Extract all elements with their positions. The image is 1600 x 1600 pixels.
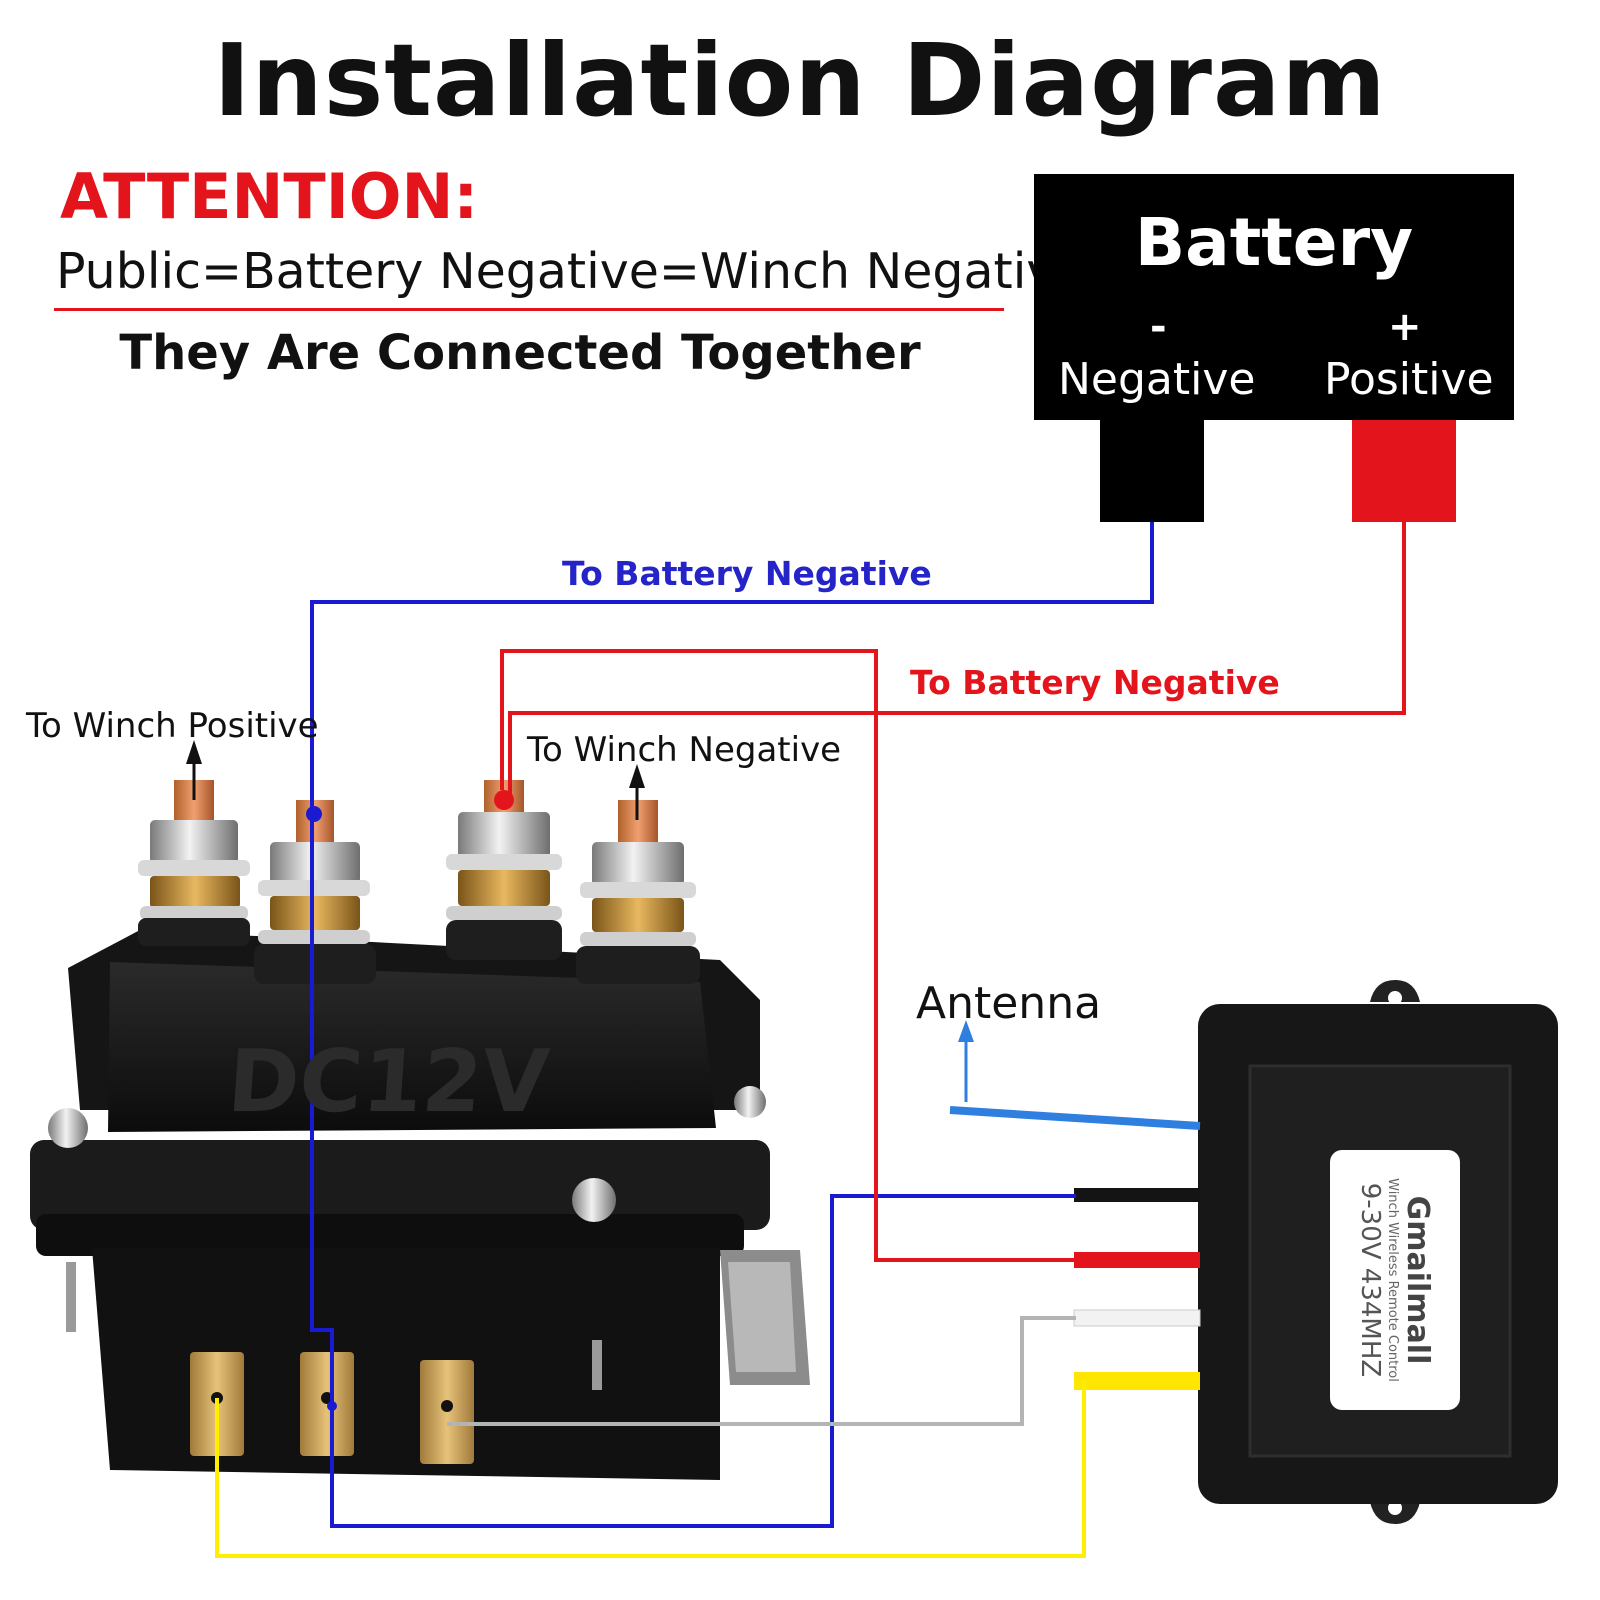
antenna-arrow-icon	[958, 1020, 974, 1042]
wire-yellow	[215, 1380, 1086, 1558]
remote-brand: Gmailmall	[1400, 1195, 1435, 1365]
remote-spec: 9-30V 434MHZ	[1355, 1182, 1385, 1378]
attention-line-public: Public=Battery Negative=Winch Negative	[56, 243, 1086, 300]
receiver-wire-stubs	[1073, 1188, 1201, 1390]
label-antenna: Antenna	[916, 978, 1102, 1029]
blue-wire-tab-dot	[327, 1401, 337, 1411]
solenoid-voltage-text: DC12V	[224, 1032, 553, 1132]
label-to-battery-negative-blue: To Battery Negative	[562, 554, 932, 593]
battery-negative-sign: -	[1150, 304, 1167, 350]
wire-blue-battery-negative	[310, 522, 1154, 1528]
solenoid-stud-winch-negative	[576, 800, 700, 984]
winch-solenoid	[30, 930, 810, 1480]
page-title: Installation Diagram	[213, 22, 1387, 139]
wire-gray	[447, 1316, 1076, 1426]
battery-title: Battery	[1134, 204, 1414, 281]
blue-wire-junction-dot	[306, 806, 322, 822]
battery-positive-sign: +	[1388, 304, 1422, 350]
battery-negative-label: Negative	[1058, 354, 1256, 405]
label-to-winch-positive: To Winch Positive	[26, 706, 319, 746]
label-to-battery-negative-red: To Battery Negative	[910, 663, 1280, 702]
solenoid-stud-3	[446, 780, 562, 960]
wire-red-remote	[500, 649, 1076, 1262]
attention-divider	[54, 308, 1004, 311]
antenna-wire	[949, 1020, 1201, 1130]
battery-positive-label: Positive	[1324, 354, 1494, 405]
remote-label-sticker: Gmailmall Winch Wireless Remote Control …	[1330, 1150, 1460, 1410]
attention-heading: ATTENTION:	[60, 160, 479, 233]
battery-negative-terminal	[1100, 420, 1204, 522]
solenoid-stud-2	[254, 800, 376, 984]
solenoid-stud-winch-positive	[138, 780, 250, 946]
attention-line-connected: They Are Connected Together	[119, 325, 921, 381]
remote-subtitle: Winch Wireless Remote Control	[1385, 1178, 1400, 1382]
winch-positive-arrow-icon	[186, 740, 202, 800]
battery-box: Battery - Negative + Positive	[1034, 174, 1514, 420]
battery-positive-terminal	[1352, 420, 1456, 522]
red-wire-junction-dot	[494, 790, 514, 810]
label-to-winch-negative: To Winch Negative	[527, 730, 842, 770]
wire-red-battery-positive	[508, 522, 1406, 800]
winch-negative-arrow-icon	[629, 764, 645, 820]
